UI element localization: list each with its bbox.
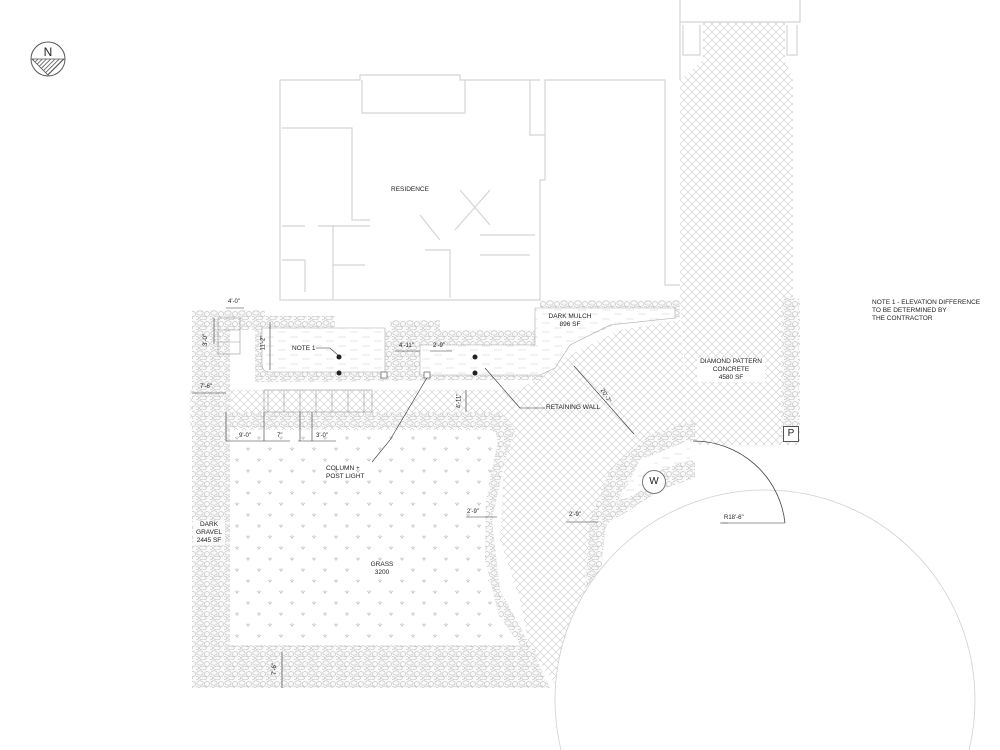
column-callout-line1: COLUMN + xyxy=(326,465,360,472)
north-arrow-icon xyxy=(30,41,66,77)
concrete-area: 4580 SF xyxy=(718,374,744,381)
dimension: 4'-11" xyxy=(456,393,463,409)
dimension: 7'-6" xyxy=(200,384,212,390)
gravel-area: 2445 SF xyxy=(196,537,222,544)
note1-callout: NOTE 1 xyxy=(292,345,316,352)
retaining-wall-callout: RETAINING WALL xyxy=(546,404,601,411)
dimension: 3'-0" xyxy=(316,433,328,439)
note-line: TO BE DETERMINED BY xyxy=(872,307,947,314)
dimension: 7'-6" xyxy=(271,663,278,675)
gravel-name-line2: GRAVEL xyxy=(196,529,222,536)
gravel-name-line1: DARK xyxy=(199,521,219,528)
residence-label: RESIDENCE xyxy=(391,186,429,193)
grass-name: GRASS xyxy=(370,561,394,568)
note-line: THE CONTRACTOR xyxy=(872,315,933,322)
dark-mulch-area: 896 SF xyxy=(559,321,581,328)
gravel-label: DARK GRAVEL 2445 SF xyxy=(193,521,225,545)
concrete-name-line2: CONCRETE xyxy=(712,366,750,373)
general-note: NOTE 1 - ELEVATION DIFFERENCE TO BE DETE… xyxy=(872,299,980,323)
grass-label: GRASS 3200 xyxy=(365,561,399,577)
concrete-name-line1: DIAMOND PATTERN xyxy=(700,358,762,365)
north-label: N xyxy=(43,45,53,59)
dimension: 11'-2" xyxy=(260,335,267,351)
dimension: 2'-9" xyxy=(467,509,479,515)
dimension: 3'-0" xyxy=(202,334,209,346)
dimension: 2'-9" xyxy=(569,512,581,518)
dimension: 4'-0" xyxy=(228,299,240,305)
well-symbol: W xyxy=(642,470,666,494)
dimension: R18'-6" xyxy=(724,515,744,521)
column-post-light-callout: COLUMN + POST LIGHT xyxy=(326,465,365,481)
note-line: NOTE 1 - ELEVATION DIFFERENCE xyxy=(872,299,981,306)
dark-mulch-label: DARK MULCH 896 SF xyxy=(540,313,600,329)
dimension: 2'-9" xyxy=(433,343,445,349)
dimension: 7" xyxy=(277,433,283,439)
parking-symbol: P xyxy=(783,426,799,442)
north-arrow: N xyxy=(30,41,66,77)
dimension: 9'-0" xyxy=(239,433,251,439)
grass-area: 3200 xyxy=(374,569,390,576)
column-callout-line2: POST LIGHT xyxy=(326,473,365,480)
dimension: 4'-11" xyxy=(399,343,414,349)
dark-mulch-name: DARK MULCH xyxy=(548,313,592,320)
concrete-label: DIAMOND PATTERN CONCRETE 4580 SF xyxy=(697,358,765,382)
